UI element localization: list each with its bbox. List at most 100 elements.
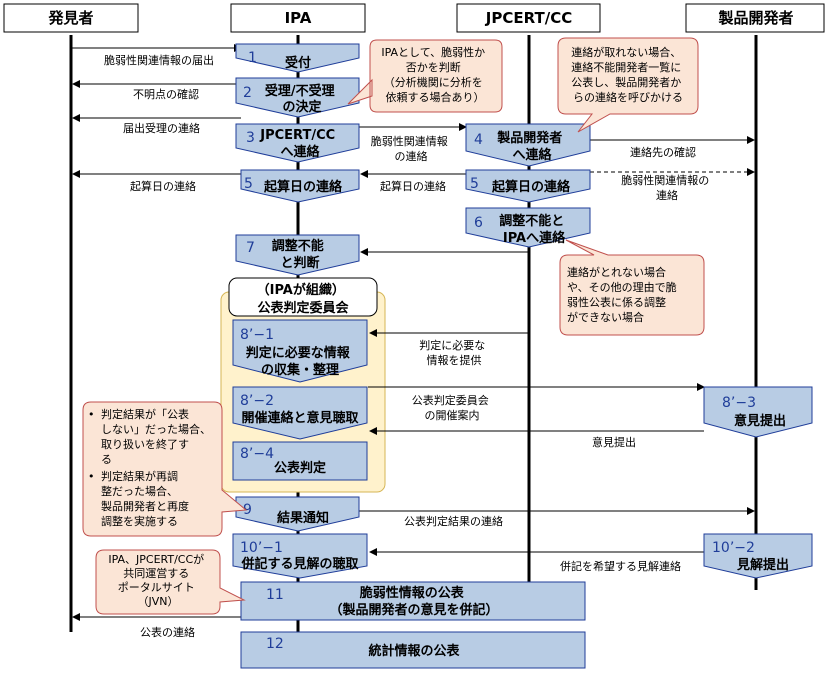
message-startdate-finder: 起算日の連絡	[72, 170, 241, 193]
step-8-1-collect-info: 8’−1 判定に必要な情報 の収集・整理	[232, 319, 368, 383]
step-10-1-hear-views: 10’−1 併記する見解の聴取	[232, 533, 368, 579]
svg-text:意見提出: 意見提出	[734, 413, 786, 429]
svg-text:2: 2	[243, 85, 252, 101]
message-vuln-info-ipa-to-jpcert: 脆弱性関連情報 の連絡	[359, 123, 467, 163]
step-4-notify-vendor: 4 製品開発者 へ連絡	[465, 123, 591, 167]
svg-text:結果通知: 結果通知	[277, 510, 329, 526]
svg-text:脆弱性情報の公表 （製品開発者の意見を併記）: 脆弱性情報の公表 （製品開発者の意見を併記）	[329, 585, 498, 618]
message-provide-info: 判定に必要な 情報を提供	[369, 329, 529, 367]
message-acceptance: 届出受理の連絡	[72, 114, 241, 135]
step-5-startdate-jpcert: 5 起算日の連絡	[465, 169, 591, 203]
step-11-publish-vulnerability: 11 脆弱性情報の公表 （製品開発者の意見を併記）	[240, 581, 586, 621]
step-3-notify-jpcert: 3 JPCERT/CC へ連絡	[235, 123, 360, 163]
svg-text:5: 5	[244, 176, 253, 192]
svg-text:IPA、JPCERT/CCが 共同運営する: IPA、JPCERT/CCが 共同運営する ポータルサイト （JVN）	[108, 552, 207, 608]
svg-text:10’−2: 10’−2	[712, 540, 755, 556]
step-2-accept-decision: 2 受理/不受理 の決定	[235, 77, 360, 118]
svg-text:連絡が取れない場合、 連絡不能開発者一覧に: 連絡が取れない場合、 連絡不能開発者一覧に 公表し、製品開発者か らの連絡を呼び…	[571, 45, 685, 104]
actor-header-ipa: IPA	[230, 3, 366, 33]
svg-text:公表の連絡: 公表の連絡	[140, 625, 195, 639]
svg-text:判定結果が「公表 しない」だった場合、: 判定結果が「公表 しない」だった場合、 取り扱いを終了す る	[101, 407, 215, 466]
message-vuln-info-jpcert-to-vendor: 脆弱性関連情報の 連絡	[590, 168, 755, 202]
svg-text:•: •	[88, 470, 95, 483]
svg-text:判定結果が再調 整だった場合、 製品: 判定結果が再調 整だった場合、 製品開発者と再度 調整を実施する	[101, 469, 193, 528]
svg-text:8’−3: 8’−3	[722, 395, 756, 411]
svg-text:公表判定委員会 の開催案内: 公表判定委員会 の開催案内	[412, 393, 493, 422]
svg-text:IPA: IPA	[285, 9, 312, 27]
message-unclear: 不明点の確認	[72, 80, 241, 101]
note-ipa-judgement: IPAとして、脆弱性か 否かを判断 （分析機関に分析を 依頼する場合あり）	[347, 39, 503, 113]
step-8-3-submit-opinion: 8’−3 意見提出	[703, 386, 813, 438]
svg-text:7: 7	[246, 240, 255, 256]
svg-text:製品開発者 へ連絡: 製品開発者 へ連絡	[496, 130, 567, 163]
svg-text:調整不能と IPAへ連絡: 調整不能と IPAへ連絡	[499, 213, 569, 246]
step-5-startdate-ipa: 5 起算日の連絡	[240, 169, 360, 203]
step-7-judge-uncoordinable: 7 調整不能 と判断	[235, 234, 360, 276]
note-jpcert-unreachable: 連絡が取れない場合、 連絡不能開発者一覧に 公表し、製品開発者か らの連絡を呼び…	[557, 37, 699, 133]
svg-text:6: 6	[474, 215, 483, 231]
svg-text:発見者: 発見者	[47, 9, 93, 27]
svg-text:12: 12	[266, 636, 284, 652]
svg-text:統計情報の公表: 統計情報の公表	[368, 643, 460, 659]
note-result-bullets: • 判定結果が「公表 しない」だった場合、 取り扱いを終了す る • 判定結果が…	[82, 401, 248, 537]
step-8-4-publication-judgement: 8’−4 公表判定	[232, 441, 368, 481]
svg-text:公表判定: 公表判定	[274, 460, 326, 476]
note-coordination-failed: 連絡がとれない場合 や、その他の理由で脆 弱性公表に係る調整 ができない場合	[559, 239, 705, 336]
svg-text:3: 3	[246, 130, 255, 146]
svg-text:起算日の連絡: 起算日の連絡	[380, 179, 446, 193]
svg-text:JPCERT/CC: JPCERT/CC	[485, 9, 572, 27]
svg-text:脆弱性関連情報の届出: 脆弱性関連情報の届出	[104, 53, 214, 67]
svg-text:起算日の連絡: 起算日の連絡	[130, 179, 196, 193]
actor-header-jpcert: JPCERT/CC	[456, 3, 601, 33]
svg-text:8’−1: 8’−1	[240, 327, 274, 343]
svg-text:5: 5	[470, 176, 479, 192]
message-contact-check: 連絡先の確認	[590, 136, 755, 159]
svg-text:1: 1	[248, 50, 257, 66]
svg-text:受付: 受付	[285, 55, 311, 71]
svg-text:調整不能 と判断: 調整不能 と判断	[272, 238, 329, 271]
actor-header-finder: 発見者	[3, 3, 139, 33]
svg-text:受理/不受理 の決定: 受理/不受理 の決定	[265, 83, 339, 115]
message-startdate-jpcert: 起算日の連絡	[360, 170, 466, 193]
svg-text:8’−4: 8’−4	[240, 446, 274, 462]
message-publish-notice: 公表の連絡	[72, 613, 241, 639]
actor-header-vendor: 製品開発者	[685, 3, 825, 33]
svg-text:9: 9	[243, 502, 252, 518]
step-10-2-submit-views: 10’−2 見解提出	[703, 533, 813, 579]
svg-text:公表判定結果の連絡: 公表判定結果の連絡	[404, 514, 503, 528]
svg-text:開催連絡と意見聴取: 開催連絡と意見聴取	[241, 410, 359, 426]
svg-text:併記する見解の聴取: 併記する見解の聴取	[240, 556, 359, 572]
svg-text:10’−1: 10’−1	[240, 540, 283, 556]
svg-text:起算日の連絡: 起算日の連絡	[263, 179, 343, 195]
svg-text:連絡先の確認: 連絡先の確認	[630, 145, 696, 159]
svg-text:4: 4	[474, 132, 483, 148]
svg-text:製品開発者: 製品開発者	[717, 9, 793, 27]
svg-text:11: 11	[266, 587, 284, 603]
step-6-coordination-failed: 6 調整不能と IPAへ連絡	[465, 207, 591, 248]
svg-text:JPCERT/CC へ連絡: JPCERT/CC へ連絡	[259, 128, 339, 160]
committee-title: （IPAが組織） 公表判定委員会	[257, 282, 350, 316]
svg-text:•: •	[88, 408, 95, 421]
note-jvn: IPA、JPCERT/CCが 共同運営する ポータルサイト （JVN）	[95, 549, 246, 615]
svg-text:脆弱性関連情報 の連絡: 脆弱性関連情報 の連絡	[371, 134, 452, 163]
svg-text:併記を希望する見解連絡: 併記を希望する見解連絡	[560, 559, 681, 573]
svg-text:起算日の連絡: 起算日の連絡	[491, 179, 571, 195]
message-meeting-notice: 公表判定委員会 の開催案内	[368, 383, 705, 422]
svg-text:意見提出: 意見提出	[592, 435, 636, 449]
message-report: 脆弱性関連情報の届出	[71, 44, 242, 67]
step-1-receive: 1 受付	[235, 43, 360, 73]
step-12-publish-statistics: 12 統計情報の公表	[240, 631, 586, 669]
svg-text:不明点の確認: 不明点の確認	[133, 87, 199, 101]
svg-text:脆弱性関連情報の 連絡: 脆弱性関連情報の 連絡	[621, 173, 713, 202]
svg-text:届出受理の連絡: 届出受理の連絡	[123, 121, 200, 135]
svg-text:見解提出: 見解提出	[736, 557, 789, 573]
step-9-result-notice: 9 結果通知	[235, 496, 360, 532]
svg-text:連絡がとれない場合 や、その他の理由で脆: 連絡がとれない場合 や、その他の理由で脆 弱性公表に係る調整 ができない場合	[567, 265, 680, 324]
committee-title-box	[228, 277, 378, 317]
svg-text:判定に必要な 情報を提供: 判定に必要な 情報を提供	[419, 338, 489, 367]
svg-text:IPAとして、脆弱性か 否かを判断: IPAとして、脆弱性か 否かを判断 （分析機関に分析を 依頼する場合あり）	[381, 45, 488, 104]
message-opinion-submit: 意見提出	[369, 427, 704, 449]
message-view-request: 併記を希望する見解連絡	[369, 548, 704, 573]
message-result-notice: 公表判定結果の連絡	[359, 507, 755, 528]
